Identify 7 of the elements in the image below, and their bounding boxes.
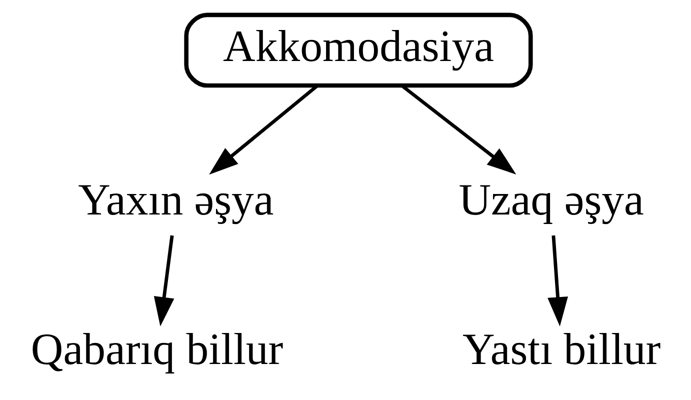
arrow [547,235,568,326]
node-text: Qabarıq billur [30,324,283,374]
node-text: Yastı billur [462,324,660,374]
node-text: Yaxın əşya [78,174,274,224]
node-text: Uzaq əşya [458,174,644,224]
node-box: Akkomodasiya [184,12,532,88]
arrow [153,235,174,326]
